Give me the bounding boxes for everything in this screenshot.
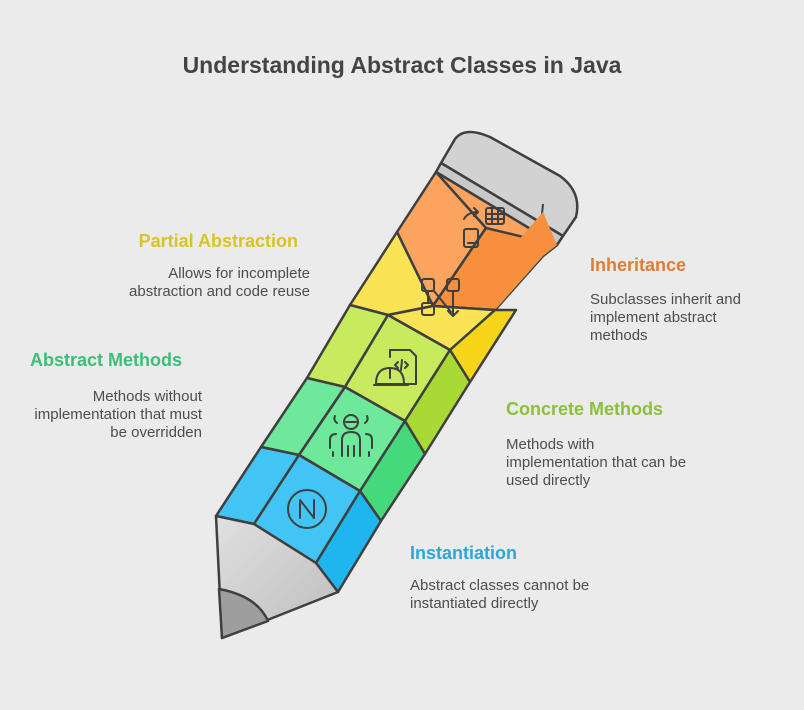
abstract-methods-text: Methods without implementation that must… — [34, 388, 202, 441]
flowchart-icon — [421, 278, 460, 317]
abstract-methods-heading: Abstract Methods — [30, 350, 183, 370]
code-file-worker-icon — [373, 349, 417, 386]
concrete-methods-text: Methods with implementation that can be … — [506, 436, 687, 489]
n-circle-icon — [287, 489, 327, 529]
inheritance-heading: Inheritance — [590, 255, 687, 275]
team-icon — [329, 414, 373, 457]
concrete-methods-heading: Concrete Methods — [506, 399, 664, 419]
data-transfer-icon — [463, 207, 505, 248]
partial-abstraction-heading: Partial Abstraction — [138, 231, 298, 251]
partial-abstraction-text: Allows for incomplete abstraction and co… — [129, 265, 310, 300]
instantiation-heading: Instantiation — [410, 543, 517, 563]
instantiation-text: Abstract classes cannot be instantiated … — [410, 577, 590, 612]
inheritance-text: Subclasses inherit and implement abstrac… — [590, 291, 741, 344]
pencil-lead — [217, 587, 270, 640]
diagram-title: Understanding Abstract Classes in Java — [182, 52, 622, 78]
